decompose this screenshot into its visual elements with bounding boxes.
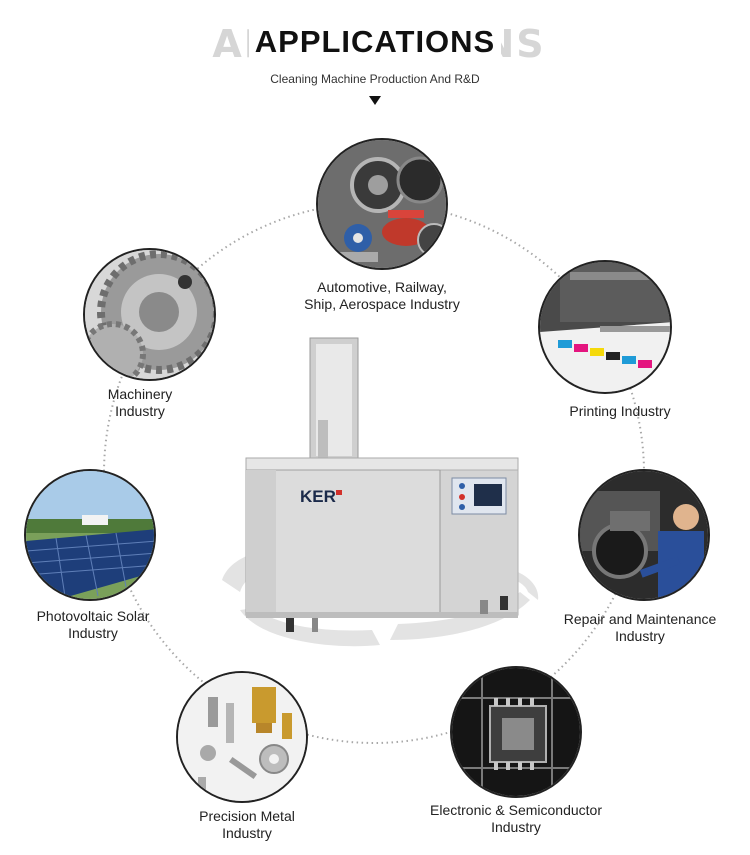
chip-icon <box>452 668 580 796</box>
bubble-electronic <box>450 666 582 798</box>
label-automotive: Automotive, Railway, Ship, Aerospace Ind… <box>304 279 460 312</box>
label-repair: Repair and Maintenance Industry <box>563 611 717 644</box>
mechanic-icon <box>580 471 708 599</box>
solar-panel-icon <box>26 471 154 599</box>
bubble-precision-metal <box>176 671 308 803</box>
auto-parts-icon <box>318 140 446 268</box>
ultrasonic-cleaning-machine: KER <box>245 337 519 632</box>
bubble-printing <box>538 260 672 394</box>
gear-icon <box>85 250 214 379</box>
bubble-machinery <box>83 248 216 381</box>
label-printing: Printing Industry <box>569 403 671 419</box>
page-subtitle: Cleaning Machine Production And R&D <box>270 72 480 86</box>
header: APPLICATIONS APPLICATIONS Cleaning Machi… <box>0 0 750 110</box>
down-arrow-icon <box>369 96 381 105</box>
machine-brand: KER <box>300 487 336 506</box>
bubble-repair <box>578 469 710 601</box>
label-photovoltaic: Photovoltaic Solar Industry <box>36 608 150 641</box>
bubble-automotive <box>316 138 448 270</box>
page-title-text: APPLICATIONS <box>248 24 502 59</box>
bubble-photovoltaic <box>24 469 156 601</box>
metal-parts-icon <box>178 673 306 801</box>
label-precision-metal: Precision Metal Industry <box>199 808 295 841</box>
label-machinery: Machinery Industry <box>107 386 173 419</box>
label-electronic: Electronic & Semiconductor Industry <box>430 802 602 835</box>
printer-icon <box>540 262 670 392</box>
page-title: APPLICATIONS <box>0 24 750 60</box>
